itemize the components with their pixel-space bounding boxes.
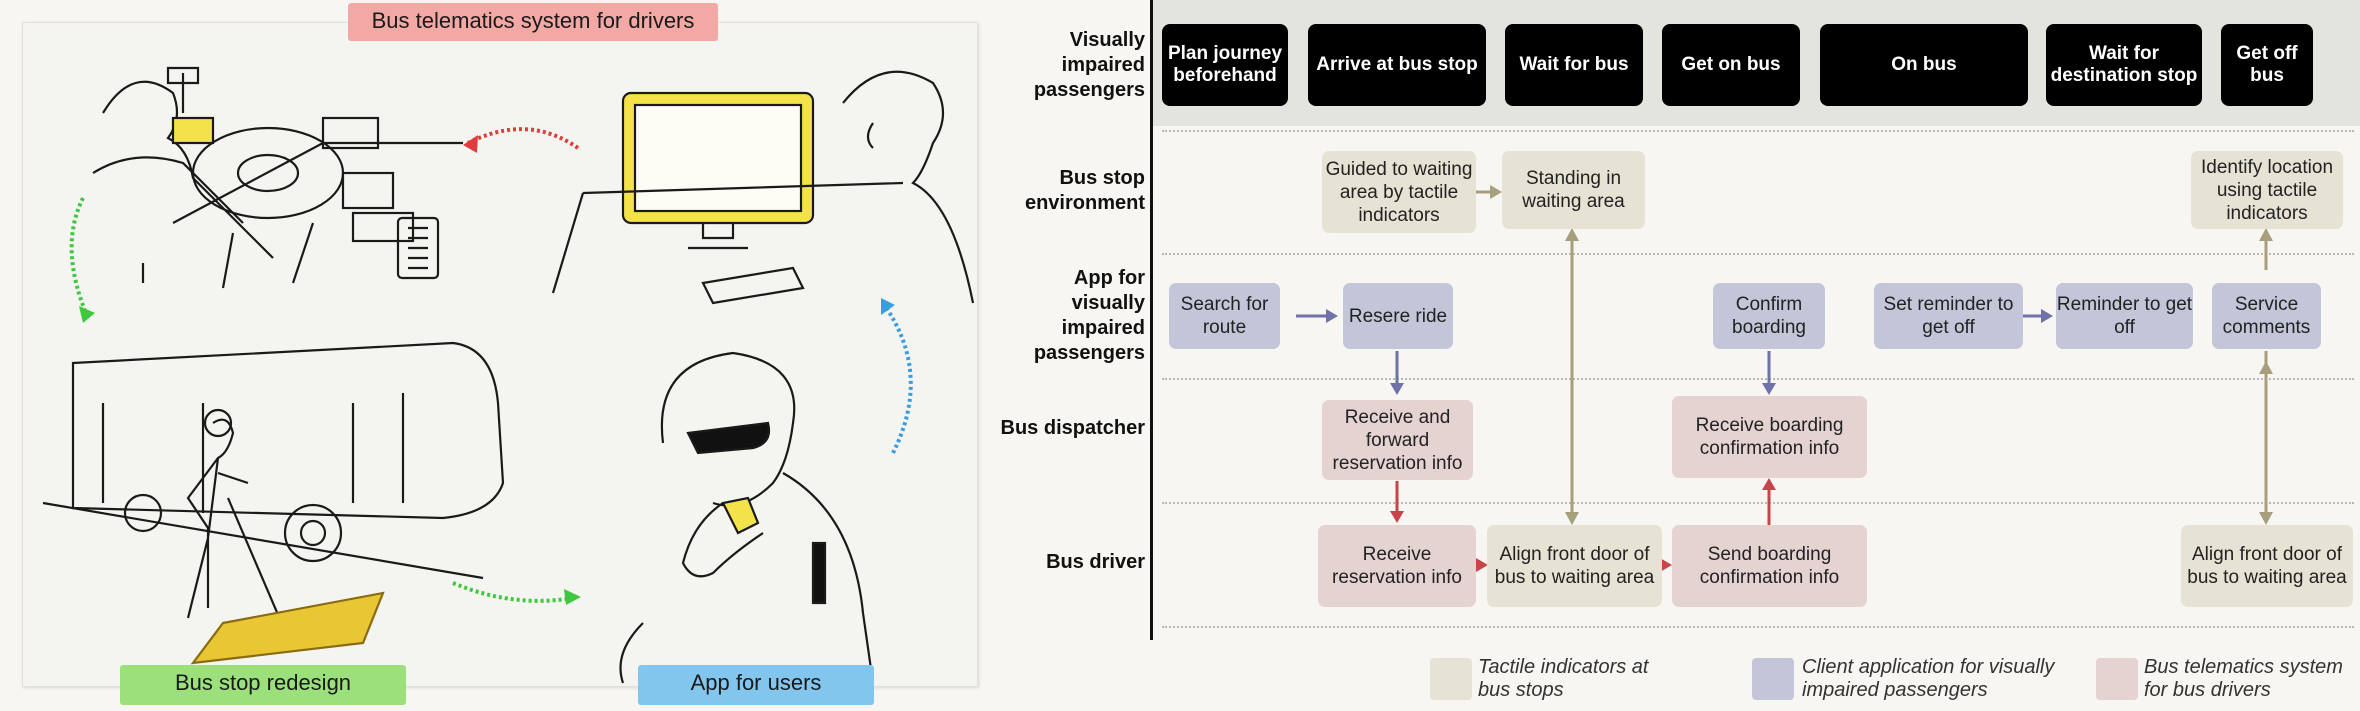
tag-bus-telematics: Bus telematics system for drivers: [348, 3, 718, 41]
step-wait-for-bus: Wait for bus: [1505, 24, 1643, 106]
legend-label-tactile: Tactile indicators at bus stops: [1478, 656, 1649, 701]
row-separator: [1162, 253, 2354, 255]
step-wait-destination: Wait for destination stop: [2046, 24, 2202, 106]
dispatcher-monitor-sketch: [551, 70, 975, 305]
box-reminder-get-off: Reminder to get off: [2056, 283, 2193, 349]
row-separator: [1162, 378, 2354, 380]
row-label-app: App for visually impaired passengers: [1033, 267, 1145, 364]
box-align-front-door: Align front door of bus to waiting area: [1487, 525, 1662, 607]
step-arrive-at-bus-stop: Arrive at bus stop: [1308, 24, 1486, 106]
legend-swatch-client-app: [1752, 658, 1794, 700]
row-separator: [1162, 626, 2354, 628]
circulation-arrows: [69, 127, 913, 603]
box-identify-location: Identify location using tactile indicato…: [2191, 151, 2343, 229]
box-service-comments: Service comments: [2212, 283, 2321, 349]
box-receive-reservation: Receive reservation info: [1318, 525, 1476, 607]
box-receive-boarding-confirmation: Receive boarding confirmation info: [1672, 396, 1867, 478]
row-label-visually-impaired: Visually impaired passengers: [1033, 29, 1145, 101]
legend-label-client-app: Client application for visually impaired…: [1802, 656, 2055, 701]
box-set-reminder: Set reminder to get off: [1874, 283, 2023, 349]
box-standing-waiting-area: Standing in waiting area: [1502, 151, 1645, 229]
box-search-route: Search for route: [1169, 283, 1280, 349]
box-align-front-door-2: Align front door of bus to waiting area: [2181, 525, 2353, 607]
row-axis-line: [1150, 0, 1153, 640]
row-label-bus-driver: Bus driver: [1046, 551, 1145, 573]
step-get-off-bus: Get off bus: [2221, 24, 2313, 106]
step-plan-journey: Plan journey beforehand: [1162, 24, 1288, 106]
illustration-drawing: [42, 66, 975, 684]
legend-label-telematics: Bus telematics system for bus drivers: [2144, 656, 2343, 701]
driver-dashboard-sketch: [92, 66, 463, 289]
box-reserve-ride: Resere ride: [1343, 283, 1453, 349]
bus-stop-sketch: [42, 341, 505, 665]
row-separator: [1162, 502, 2354, 504]
tag-app-for-users: App for users: [638, 665, 874, 705]
illustration-panel: [22, 22, 978, 687]
box-receive-forward-reservation: Receive and forward reservation info: [1322, 400, 1473, 480]
box-confirm-boarding: Confirm boarding: [1713, 283, 1825, 349]
arrow-heads: [79, 135, 895, 605]
step-on-bus: On bus: [1820, 24, 2028, 106]
box-send-boarding-confirmation: Send boarding confirmation info: [1672, 525, 1867, 607]
row-label-bus-dispatcher: Bus dispatcher: [1000, 417, 1145, 439]
row-label-bus-stop-environment: Bus stop environment: [1024, 167, 1145, 214]
tag-bus-stop-redesign: Bus stop redesign: [120, 665, 406, 705]
row-separator: [1162, 130, 2354, 132]
legend-swatch-tactile: [1430, 658, 1472, 700]
blind-user-sketch: [619, 351, 875, 684]
box-guided-by-tactile: Guided to waiting area by tactile indica…: [1322, 151, 1476, 233]
step-get-on-bus: Get on bus: [1662, 24, 1800, 106]
legend-swatch-telematics: [2096, 658, 2138, 700]
